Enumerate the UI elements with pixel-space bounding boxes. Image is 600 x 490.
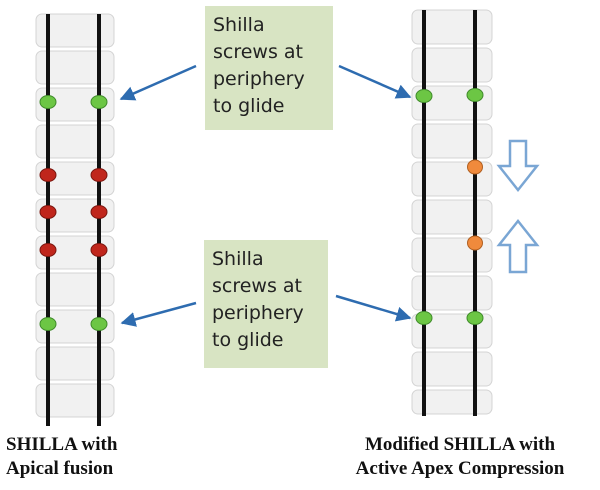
orange-screw [467,159,483,175]
red-screw [39,243,57,257]
red-screw [90,243,108,257]
pointer-arrow-top-right [338,64,412,99]
caption-line: SHILLA with [6,434,118,455]
green-screw [415,311,433,325]
orange-screw [467,235,483,251]
caption-line: Apical fusion [6,458,114,479]
callout-line: screws at [213,41,303,63]
pointer-arrow-bottom-left [120,301,197,327]
green-screw [39,317,57,331]
callout-top: Shilla screws at periphery to glide [205,6,333,130]
green-screw [415,89,433,103]
red-screw [39,205,57,219]
compression-arrow-down-icon [496,139,540,193]
callout-line: periphery [212,302,304,324]
caption-line: Modified SHILLA with [364,434,556,455]
callout-line: screws at [212,275,302,297]
callout-line: to glide [213,95,285,117]
pointer-arrow-bottom-right [335,294,412,322]
green-screw [466,88,484,102]
red-screw [90,168,108,182]
callout-bottom: Shilla screws at periphery to glide [204,240,328,368]
callout-line: Shilla [213,14,265,36]
callout-line: to glide [212,329,284,351]
callout-line: periphery [213,68,305,90]
green-screw [39,95,57,109]
green-screw [466,311,484,325]
pointer-arrow-top-left [119,64,197,101]
red-screw [39,168,57,182]
green-screw [90,95,108,109]
green-screw [90,317,108,331]
compression-arrow-up-icon [496,218,540,274]
caption-right: Modified SHILLA with Active Apex Compres… [322,433,598,481]
callout-line: Shilla [212,248,264,270]
caption-left: SHILLA with Apical fusion [6,433,117,481]
left-spine-column [35,13,115,426]
right-spine-column [411,9,493,416]
red-screw [90,205,108,219]
caption-line: Active Apex Compression [355,458,565,479]
